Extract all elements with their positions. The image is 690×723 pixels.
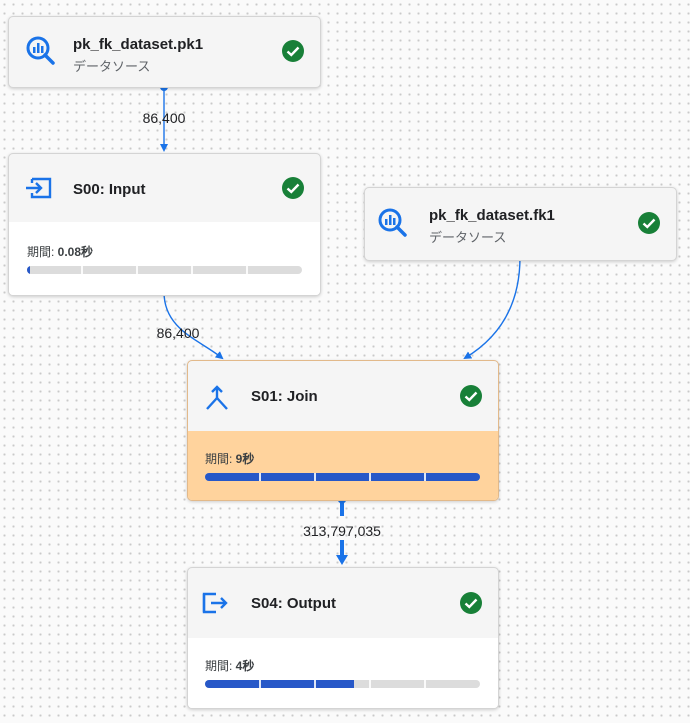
node-title: S00: Input — [73, 181, 146, 198]
progress-divider — [259, 680, 261, 688]
datasource-analytics-icon — [378, 208, 407, 237]
node-header: pk_fk_dataset.pk1 データソース — [9, 17, 320, 87]
progress-divider — [369, 680, 371, 688]
node-header: S00: Input — [9, 154, 320, 222]
progress-divider — [314, 473, 316, 481]
duration-text: 期間: 9秒 — [205, 452, 255, 466]
node-title: S04: Output — [251, 595, 336, 612]
edge-label-s01-s04: 313,797,035 — [303, 523, 381, 539]
edge-label-pk1-s00: 86,400 — [142, 110, 186, 126]
duration-text: 期間: 0.08秒 — [27, 245, 94, 259]
edge-s00-s01[interactable] — [160, 288, 224, 360]
node-header: S04: Output — [188, 568, 498, 638]
check-circle-icon — [282, 177, 304, 199]
progress-divider — [369, 473, 371, 481]
edge-label-s00-s01: 86,400 — [156, 325, 200, 341]
check-circle-icon — [282, 40, 304, 62]
progress-divider — [424, 473, 426, 481]
node-body: 期間: 0.08秒 — [9, 222, 320, 295]
node-header: S01: Join — [188, 361, 498, 431]
node-s01-join[interactable]: S01: Join 期間: 9秒 — [187, 360, 499, 501]
node-title: pk_fk_dataset.fk1 — [429, 207, 555, 224]
progress-bar — [27, 266, 302, 274]
node-pk1[interactable]: pk_fk_dataset.pk1 データソース — [8, 16, 321, 88]
node-s04-output[interactable]: S04: Output 期間: 4秒 — [187, 567, 499, 709]
input-icon — [26, 177, 52, 199]
node-title: S01: Join — [251, 388, 318, 405]
node-header: pk_fk_dataset.fk1 データソース — [365, 188, 676, 258]
node-fk1[interactable]: pk_fk_dataset.fk1 データソース — [364, 187, 677, 261]
node-title: pk_fk_dataset.pk1 — [73, 36, 204, 53]
progress-divider — [246, 266, 248, 274]
progress-fill — [27, 266, 30, 274]
check-circle-icon — [460, 592, 482, 614]
check-circle-icon — [638, 212, 660, 234]
output-icon — [202, 592, 228, 614]
progress-bar — [205, 473, 480, 481]
edge-fk1-s01[interactable] — [463, 253, 524, 360]
progress-divider — [314, 680, 316, 688]
progress-bar — [205, 680, 480, 688]
node-s00-input[interactable]: S00: Input 期間: 0.08秒 — [8, 153, 321, 296]
progress-fill — [205, 680, 354, 688]
check-circle-icon — [460, 385, 482, 407]
join-merge-icon — [206, 385, 228, 410]
progress-divider — [259, 473, 261, 481]
progress-fill — [205, 473, 480, 481]
node-subtitle: データソース — [73, 59, 151, 74]
progress-divider — [191, 266, 193, 274]
progress-divider — [424, 680, 426, 688]
node-body: 期間: 9秒 — [188, 431, 498, 500]
node-body: 期間: 4秒 — [188, 638, 498, 708]
duration-text: 期間: 4秒 — [205, 659, 255, 673]
progress-divider — [136, 266, 138, 274]
progress-divider — [81, 266, 83, 274]
node-subtitle: データソース — [429, 230, 507, 245]
datasource-analytics-icon — [26, 36, 55, 65]
